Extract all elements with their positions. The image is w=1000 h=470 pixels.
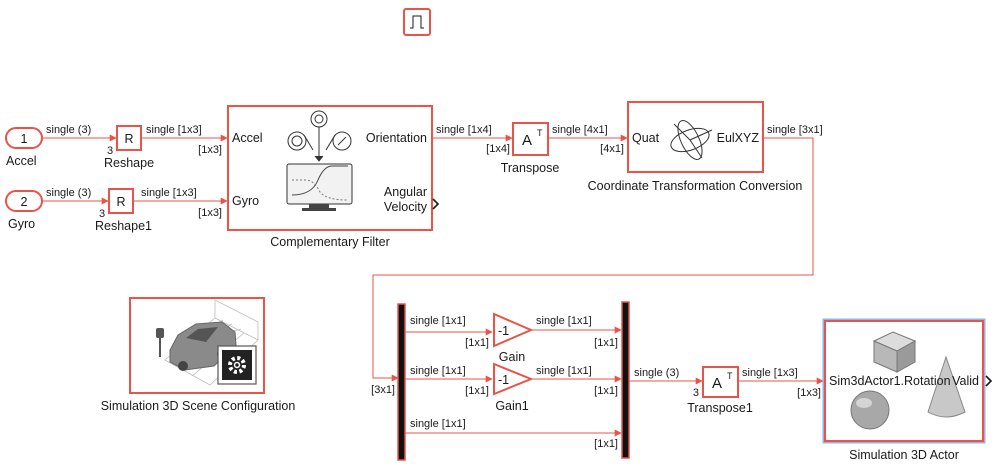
signal-label: single [1x1]	[410, 365, 466, 377]
gain-value: -1	[498, 373, 509, 387]
signal-label: single [1x3]	[146, 124, 202, 136]
transpose1-block[interactable]: A T	[702, 366, 739, 398]
signal-label: single [1x1]	[536, 365, 592, 377]
signal-label: single [1x3]	[742, 367, 798, 379]
pulse-generator-block[interactable]	[403, 8, 431, 36]
complementary-filter-block[interactable]: Accel Gyro Orientation Angular Velocity	[227, 105, 433, 231]
transpose-name: Transpose	[501, 161, 560, 175]
port-dim-label: [1x3]	[198, 207, 222, 219]
rotation-axes-icon	[670, 120, 713, 160]
reshape-name: Reshape	[104, 156, 154, 170]
sim3d-actor-name: Simulation 3D Actor	[849, 448, 959, 462]
port-dim-label: [1x1]	[594, 337, 618, 349]
inport-number: 1	[21, 132, 28, 146]
actor-output-port-arrow	[985, 375, 993, 387]
gain-block[interactable]: -1	[493, 312, 534, 348]
reshape-symbol: R	[116, 195, 125, 209]
transpose-symbol: A	[712, 375, 722, 392]
filter-name: Complementary Filter	[270, 235, 389, 249]
inport-gyro[interactable]: 2	[5, 190, 43, 212]
filter-output-port-arrow	[432, 198, 440, 210]
transpose-block[interactable]: A T	[512, 122, 549, 156]
signal-label: single [1x4]	[436, 124, 492, 136]
transpose-symbol: A	[522, 132, 532, 149]
inport-accel[interactable]: 1	[5, 127, 43, 149]
filter-output-orientation: Orientation	[366, 131, 427, 145]
gain1-block[interactable]: -1	[493, 362, 534, 396]
inport-number: 2	[21, 195, 28, 209]
actor-output-label: Valid	[952, 374, 979, 388]
sim3d-actor-block[interactable]: Sim3dActor1.Rotation Valid	[822, 318, 986, 444]
port-dim-label: [1x3]	[797, 387, 821, 399]
signal-label: single [1x3]	[141, 187, 197, 199]
filter-output-velocity: Velocity	[384, 200, 428, 214]
port-dim-label: 3	[107, 145, 113, 157]
signal-labels: single (3) single (3) single [1x3] singl…	[46, 124, 823, 450]
imu-filter-icon	[286, 110, 353, 211]
scene-config-block[interactable]	[129, 297, 265, 394]
gain-name: Gain	[499, 350, 525, 364]
filter-output-angular: Angular	[384, 185, 427, 199]
port-dim-label: [1x1]	[465, 385, 489, 397]
coord-input-label: Quat	[632, 131, 660, 145]
port-dim-label: [1x1]	[594, 385, 618, 397]
port-dim-label: 3	[693, 387, 699, 399]
signal-label: single [1x1]	[410, 418, 466, 430]
signal-label: single [1x1]	[536, 315, 592, 327]
gain1-name: Gain1	[495, 399, 528, 413]
transpose-sup: T	[727, 371, 733, 381]
scene-config-name: Simulation 3D Scene Configuration	[101, 399, 296, 413]
port-dim-label: 3	[99, 208, 105, 220]
filter-input-gyro: Gyro	[232, 194, 259, 208]
transpose-sup: T	[537, 128, 543, 138]
transpose1-name: Transpose1	[687, 401, 753, 415]
signal-label: single [1x1]	[410, 315, 466, 327]
coord-output-label: EulXYZ	[717, 131, 760, 145]
coord-transform-name: Coordinate Transformation Conversion	[588, 179, 803, 193]
gain-value: -1	[498, 324, 509, 338]
port-dim-label: [1x4]	[486, 143, 510, 155]
pulse-generator-icon	[410, 15, 424, 29]
port-dim-label: [4x1]	[600, 143, 624, 155]
reshape1-block[interactable]: R	[108, 188, 134, 214]
reshape-block[interactable]: R	[116, 125, 142, 151]
car-gear-icon	[156, 299, 259, 386]
signal-label: single (3)	[634, 367, 679, 379]
coord-transform-block[interactable]: Quat EulXYZ	[627, 101, 764, 173]
mux-block[interactable]	[621, 301, 630, 459]
demux-block[interactable]	[397, 303, 406, 461]
signal-label: single (3)	[46, 124, 91, 136]
signal-label: single (3)	[46, 187, 91, 199]
filter-input-accel: Accel	[232, 131, 263, 145]
3d-shapes-icon	[850, 331, 966, 430]
actor-input-label: Sim3dActor1.Rotation	[829, 374, 951, 388]
inport-gyro-label: Gyro	[8, 217, 35, 231]
port-dim-label: [3x1]	[371, 384, 395, 396]
port-dim-label: [1x1]	[465, 337, 489, 349]
signal-label: single [3x1]	[767, 124, 823, 136]
port-dim-label: [1x3]	[198, 144, 222, 156]
signal-label: single [4x1]	[552, 124, 608, 136]
port-dim-label: [1x1]	[594, 438, 618, 450]
reshape1-name: Reshape1	[95, 219, 152, 233]
signal-lines[interactable]	[42, 134, 824, 437]
reshape-symbol: R	[124, 132, 133, 146]
inport-accel-label: Accel	[6, 154, 37, 168]
